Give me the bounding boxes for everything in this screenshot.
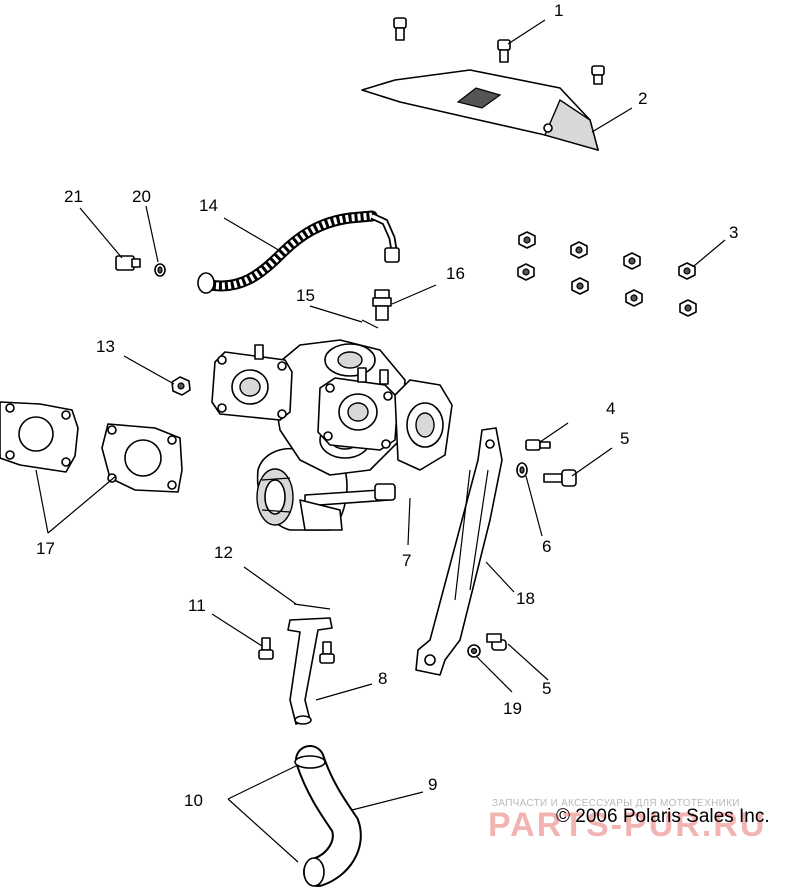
bolt-4 xyxy=(525,439,551,451)
gasket-left xyxy=(0,401,79,473)
callout-11: 11 xyxy=(188,596,206,615)
bolt-1b xyxy=(497,39,511,63)
callout-10: 10 xyxy=(184,791,203,810)
bolt-1c xyxy=(591,65,605,85)
turbocharger xyxy=(211,339,453,531)
callout-6: 6 xyxy=(542,537,551,556)
bolt-5a xyxy=(543,469,577,487)
oil-feed-hose xyxy=(197,210,400,294)
nuts-group xyxy=(517,231,697,317)
callout-5a: 5 xyxy=(620,429,629,448)
leader-lines xyxy=(35,19,726,863)
callout-7: 7 xyxy=(402,551,411,570)
crush-washer xyxy=(154,263,166,277)
bolt-11b xyxy=(319,641,335,664)
drain-hose xyxy=(294,745,362,887)
drain-gasket xyxy=(293,603,331,610)
callout-12: 12 xyxy=(214,543,233,562)
callout-18: 18 xyxy=(516,589,535,608)
copyright-text: © 2006 Polaris Sales Inc. xyxy=(556,806,770,827)
banjo-bolt xyxy=(115,255,141,271)
callout-19: 19 xyxy=(503,699,522,718)
callout-14: 14 xyxy=(199,196,218,215)
callout-labels: 1 2 3 4 5 6 7 8 9 10 11 12 13 14 15 16 1… xyxy=(36,1,738,810)
callout-21: 21 xyxy=(64,187,83,206)
bolt-1a xyxy=(393,17,407,41)
callout-15: 15 xyxy=(296,286,315,305)
bolt-11a xyxy=(258,637,274,660)
callout-8: 8 xyxy=(378,669,387,688)
washer-6 xyxy=(516,462,528,478)
retaining-clip xyxy=(361,319,379,329)
gasket-right xyxy=(101,423,183,493)
callout-4: 4 xyxy=(606,399,615,418)
callout-3: 3 xyxy=(729,223,738,242)
bolt-5b xyxy=(486,633,507,651)
callout-2: 2 xyxy=(638,89,647,108)
oil-drain-tube xyxy=(287,617,333,725)
callout-17: 17 xyxy=(36,539,55,558)
callout-16: 16 xyxy=(446,264,465,283)
watermark-logo: PARTS-PUR.RU xyxy=(488,806,766,844)
turbo-bracket xyxy=(415,427,503,676)
callout-13: 13 xyxy=(96,337,115,356)
watermark-tagline: ЗАПЧАСТИ И АКСЕССУАРЫ ДЛЯ МОТОТЕХНИКИ xyxy=(492,798,740,809)
callout-1: 1 xyxy=(554,1,563,20)
nut-13 xyxy=(171,376,191,396)
washer-19 xyxy=(467,644,481,658)
callout-9: 9 xyxy=(428,775,437,794)
oil-fitting xyxy=(372,289,392,321)
callout-20: 20 xyxy=(132,187,151,206)
callout-5b: 5 xyxy=(542,679,551,698)
heat-shield xyxy=(361,69,599,152)
